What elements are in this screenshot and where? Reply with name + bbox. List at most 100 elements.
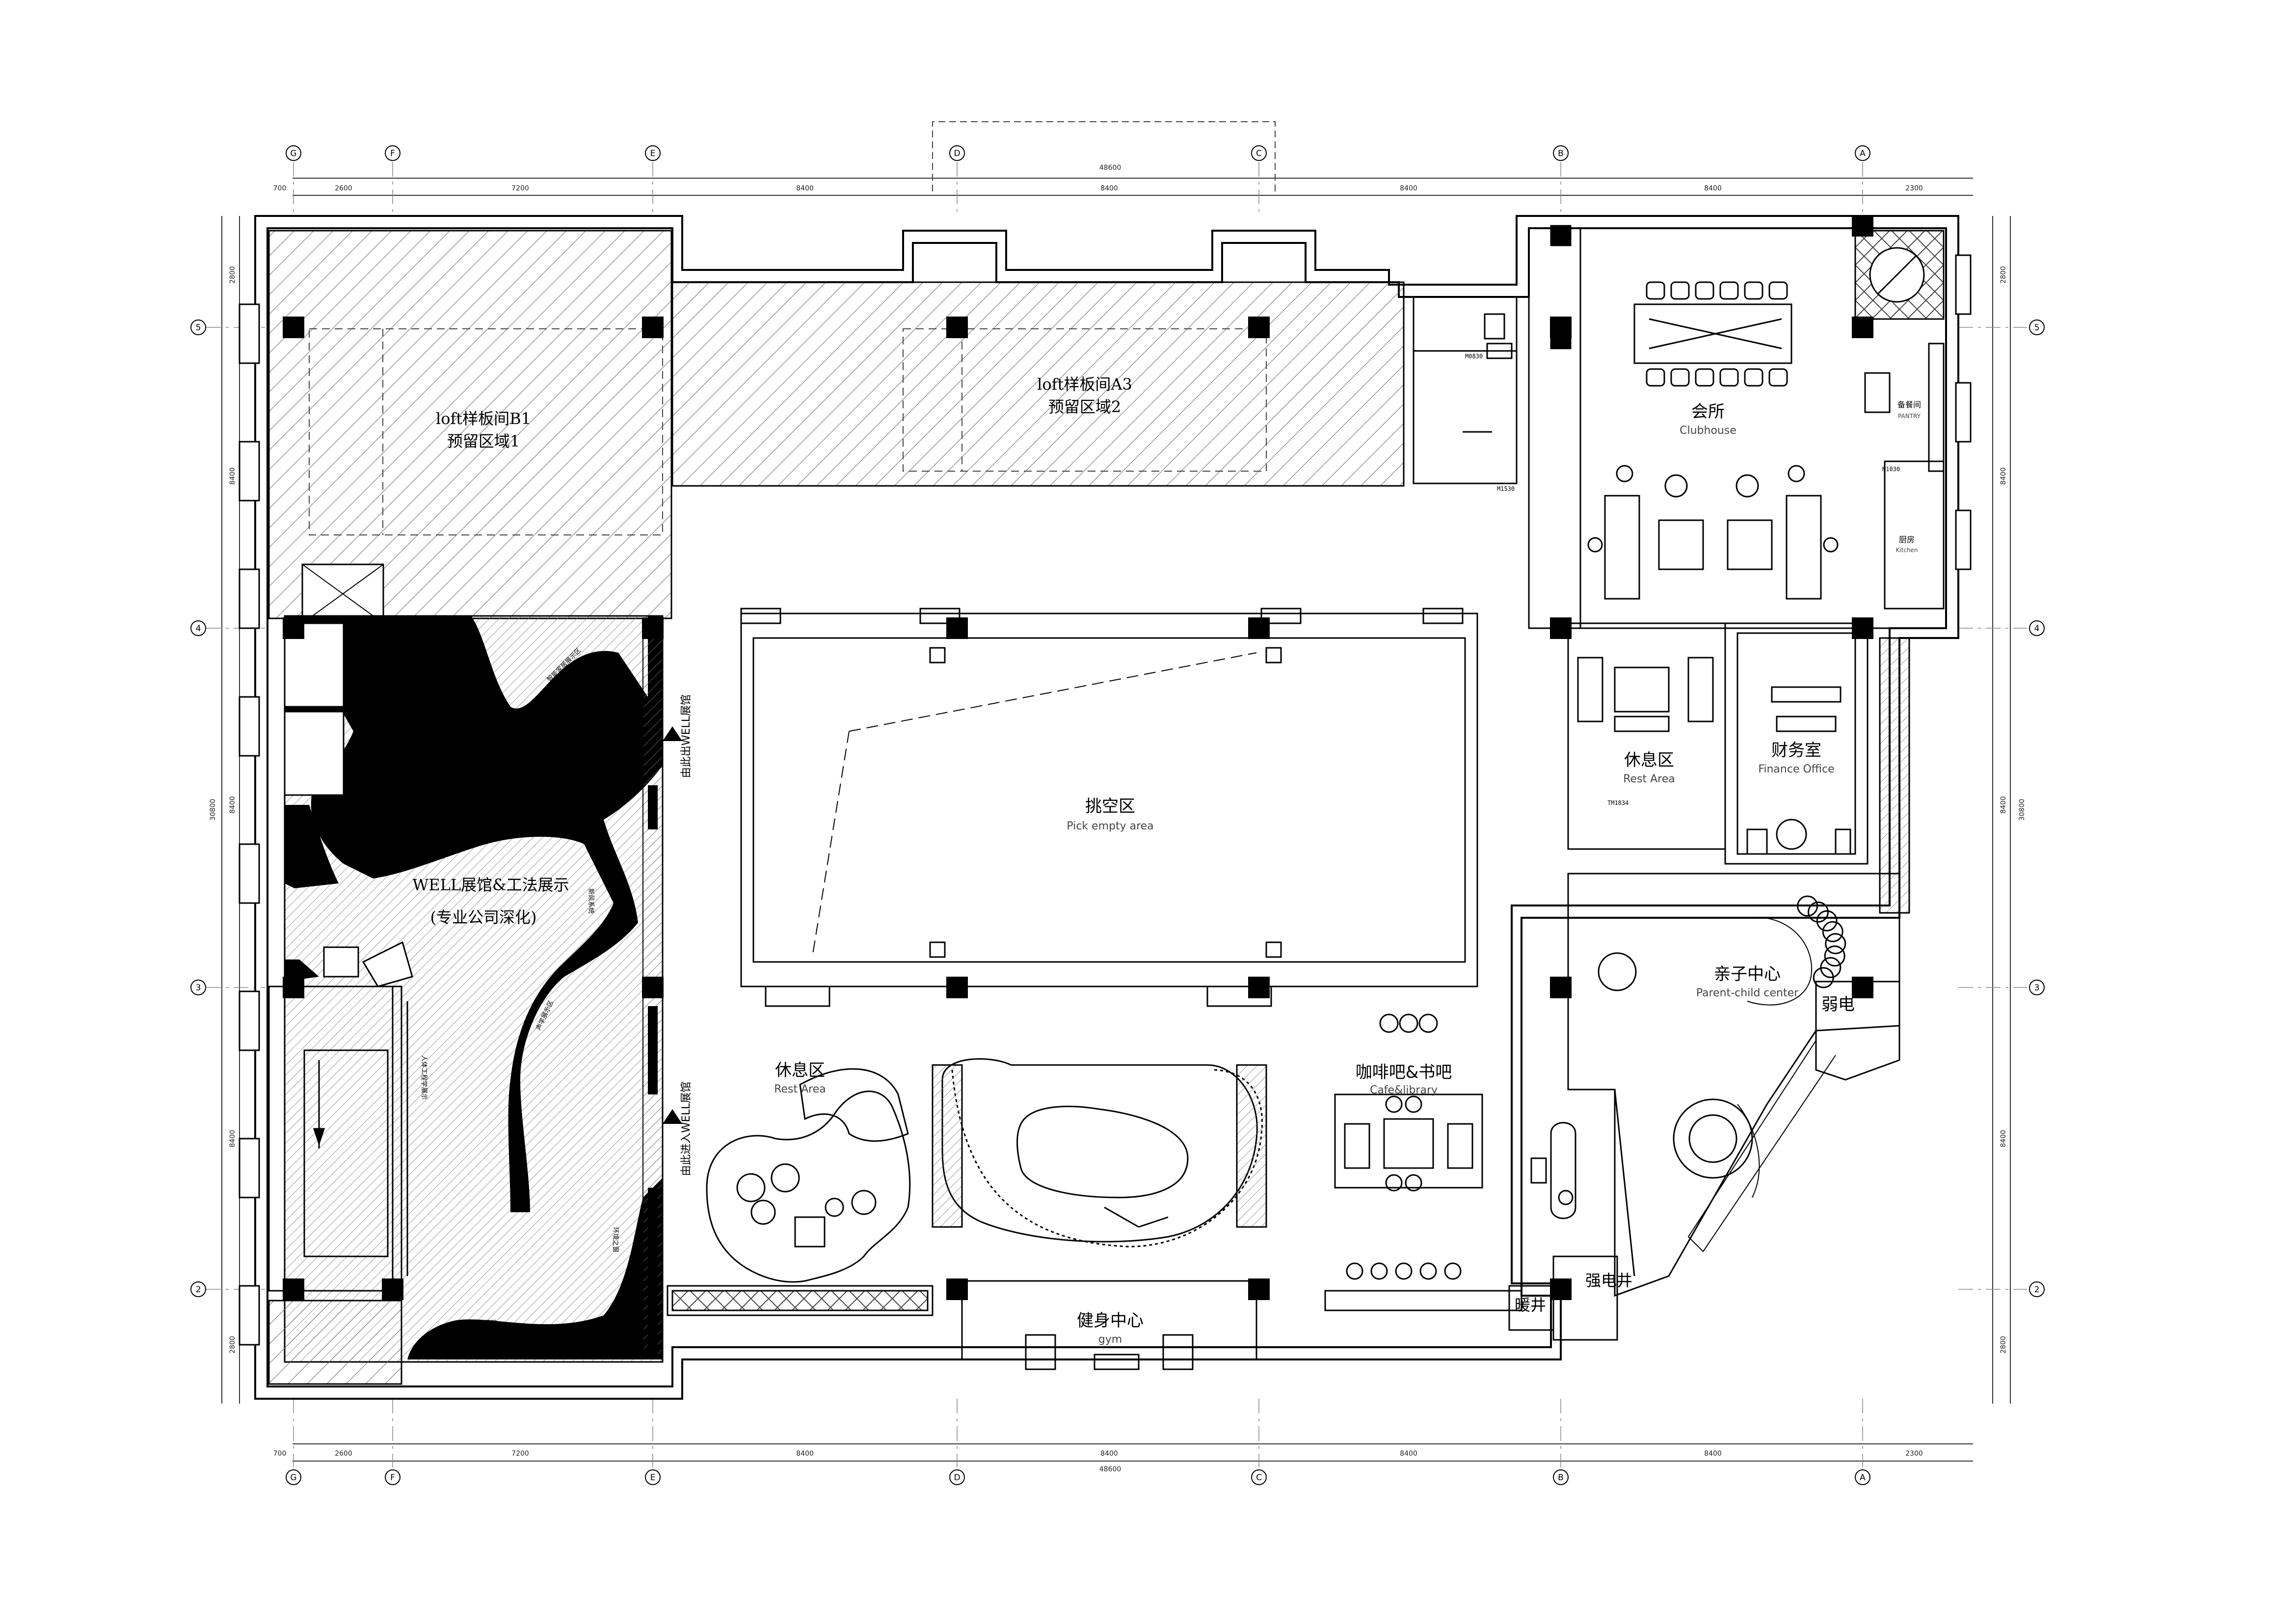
axis-bubble-row-3-right: 3 <box>2029 980 2045 995</box>
enter-label: 由此进入WELL展馆 <box>680 1082 693 1176</box>
structural-column <box>382 1278 403 1300</box>
cafe-library <box>1324 1013 1576 1311</box>
structural-column <box>1550 617 1572 639</box>
top-segment-dimension: 8400 <box>796 185 814 192</box>
structural-column <box>1550 977 1572 998</box>
utility-block <box>1413 225 1572 484</box>
right-segment-dimension: 2800 <box>2000 266 2007 284</box>
top-segment-dimension: 8400 <box>1400 185 1417 192</box>
structural-column <box>1852 977 1873 998</box>
structural-columns <box>283 215 1873 1300</box>
axis-bubble-col-d-top: D <box>949 145 965 161</box>
structural-column <box>283 617 304 639</box>
axis-bubble-row-4-left: 4 <box>190 620 206 636</box>
axis-bubble-col-e-bottom: E <box>645 1469 661 1485</box>
door-tm1834-label: TM1834 <box>1607 799 1629 806</box>
axis-bubble-col-b-top: B <box>1553 145 1569 161</box>
kid-seat <box>1824 945 1845 967</box>
axis-label: G <box>290 1473 296 1483</box>
parent-child-title: 亲子中心 <box>1714 964 1781 984</box>
axis-label: D <box>954 149 960 159</box>
left-segment-dimension: 8400 <box>229 467 237 485</box>
structural-column <box>642 317 664 338</box>
axis-bubble-row-4-right: 4 <box>2029 620 2045 636</box>
rest-area-1-subtitle: Rest Area <box>1623 773 1675 785</box>
kid-seat <box>1825 933 1846 955</box>
structural-column <box>642 977 664 998</box>
bottom-segment-dimension: 7200 <box>511 1450 529 1458</box>
axis-label: 3 <box>2034 983 2040 993</box>
kid-seat <box>1813 967 1834 988</box>
axis-label: E <box>650 1473 656 1483</box>
gym <box>667 1280 1257 1370</box>
bottom-segment-dimension: 2300 <box>1905 1450 1923 1458</box>
structural-column <box>1550 317 1572 338</box>
cafe-title: 咖啡吧&书吧 <box>1356 1063 1452 1082</box>
axis-bubble-col-a-top: A <box>1855 145 1870 161</box>
left-total-dimension: 30800 <box>209 799 217 821</box>
well-subtitle: (专业公司深化) <box>430 908 537 927</box>
loft-b1-subtitle: 预留区域1 <box>447 432 520 451</box>
axis-label: B <box>1558 1473 1564 1483</box>
kid-seat <box>1808 901 1829 923</box>
bottom-segment-dimension: 8400 <box>1400 1450 1417 1458</box>
loft-a3-subtitle: 预留区域2 <box>1048 398 1121 416</box>
axis-bubble-col-a-bottom: A <box>1855 1469 1870 1485</box>
structural-column <box>283 1278 304 1300</box>
loft-a3-zone <box>671 281 1405 487</box>
door-m1530-label: M1530 <box>1497 485 1515 492</box>
svg-text:新风系统: 新风系统 <box>587 888 595 914</box>
club-chair <box>1670 281 1690 300</box>
right-total-dimension: 30800 <box>2018 799 2026 821</box>
svg-text:净水系统展示: 净水系统展示 <box>440 677 447 716</box>
gym-title: 健身中心 <box>1077 1311 1144 1331</box>
void-subtitle: Pick empty area <box>1067 820 1153 832</box>
strong-elec-label: 强电井 <box>1585 1271 1632 1290</box>
axis-label: 5 <box>196 323 201 333</box>
parent-child-subtitle: Parent-child center <box>1696 987 1799 999</box>
kid-seat <box>1797 895 1818 917</box>
axis-bubble-col-g-bottom: G <box>286 1469 301 1485</box>
top-dimensions <box>293 178 1973 196</box>
top-segment-dimension: 2600 <box>335 185 352 192</box>
right-dimensions <box>1992 216 2011 1404</box>
club-chair <box>1670 368 1690 387</box>
structural-column <box>1550 1278 1572 1300</box>
axis-bubble-col-b-bottom: B <box>1553 1469 1569 1485</box>
door-m0830-label: M0830 <box>1465 353 1483 360</box>
finance-subtitle: Finance Office <box>1758 763 1834 775</box>
axis-label: 4 <box>196 624 201 634</box>
left-segment-dimension: 2800 <box>229 1336 237 1354</box>
bottom-segment-dimension: 2600 <box>335 1450 352 1458</box>
axis-label: D <box>954 1473 960 1483</box>
axis-label: C <box>1256 149 1262 159</box>
svg-text:环境之窗: 环境之窗 <box>612 1227 619 1252</box>
kitchen-title: 厨房 <box>1899 535 1915 544</box>
left-dimensions <box>221 216 240 1404</box>
axis-grid <box>206 162 2027 1467</box>
rest-area-1-title: 休息区 <box>1624 750 1674 770</box>
top-segment-dimension: 700 <box>273 185 287 192</box>
bottom-total-dimension: 48600 <box>1099 1465 1121 1473</box>
top-segment-dimension: 2300 <box>1905 185 1923 192</box>
right-segment-dimension: 8400 <box>2000 467 2007 485</box>
kid-seat <box>1816 910 1838 932</box>
axis-label: B <box>1558 149 1564 159</box>
structural-column <box>946 617 968 639</box>
labels: loft样板间B1 预留区域1 loft样板间A3 预留区域2 会所 Clubh… <box>412 353 1921 1346</box>
club-chair <box>1646 368 1665 387</box>
top-projection <box>932 121 1276 191</box>
loft-b1-title: loft样板间B1 <box>436 409 531 428</box>
structural-column <box>1248 617 1270 639</box>
axis-bubble-col-e-top: E <box>645 145 661 161</box>
axis-label: C <box>1256 1473 1262 1483</box>
left-stair <box>268 985 408 1385</box>
axis-label: G <box>290 149 296 159</box>
kitchen-subtitle: Kitchen <box>1896 547 1918 554</box>
club-chair <box>1768 368 1788 387</box>
structural-column <box>946 1278 968 1300</box>
weak-elec-label: 弱电 <box>1821 995 1855 1014</box>
